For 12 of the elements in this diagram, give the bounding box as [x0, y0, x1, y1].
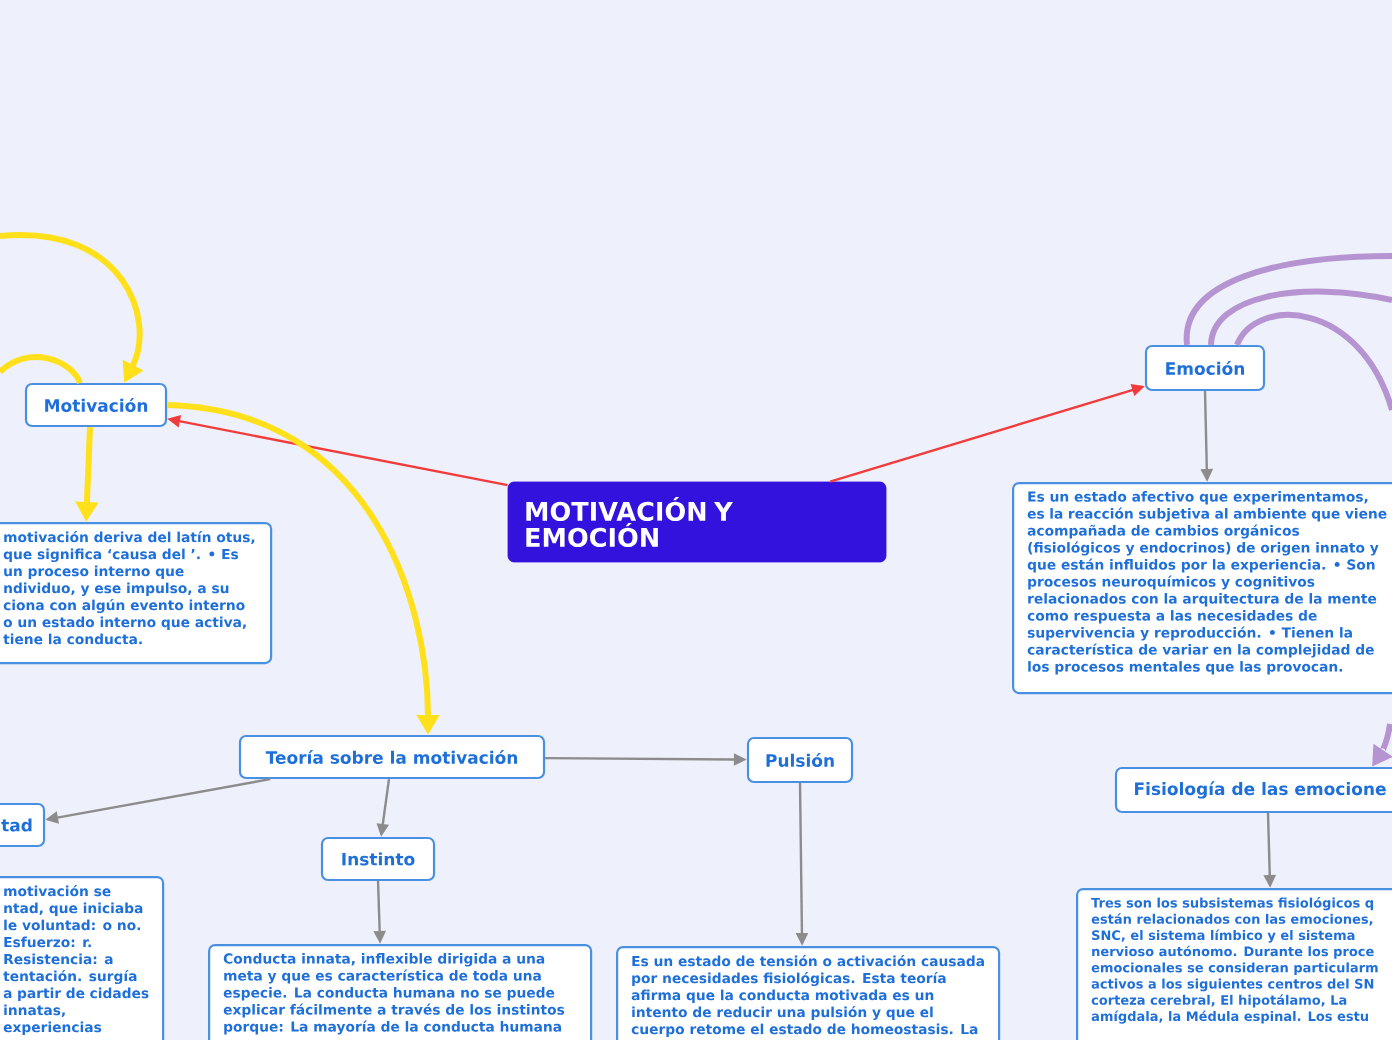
connector-line: [1208, 288, 1392, 346]
connector-line: [1184, 253, 1392, 345]
connector-line: [1234, 312, 1392, 412]
topic-box: Instinto: [320, 836, 436, 882]
topic-box: tad: [0, 802, 46, 848]
topic-box: Pulsión: [746, 736, 854, 784]
topic-box: Teoría sobre la motivación: [238, 734, 546, 780]
topic-box: Motivación: [24, 382, 168, 428]
connector-line: [0, 354, 83, 385]
topic-box: Fisiología de las emocione: [1114, 766, 1392, 814]
topic-box: Emoción: [1144, 344, 1266, 392]
title-box: MOTIVACIÓN Y EMOCIÓN: [507, 481, 887, 563]
